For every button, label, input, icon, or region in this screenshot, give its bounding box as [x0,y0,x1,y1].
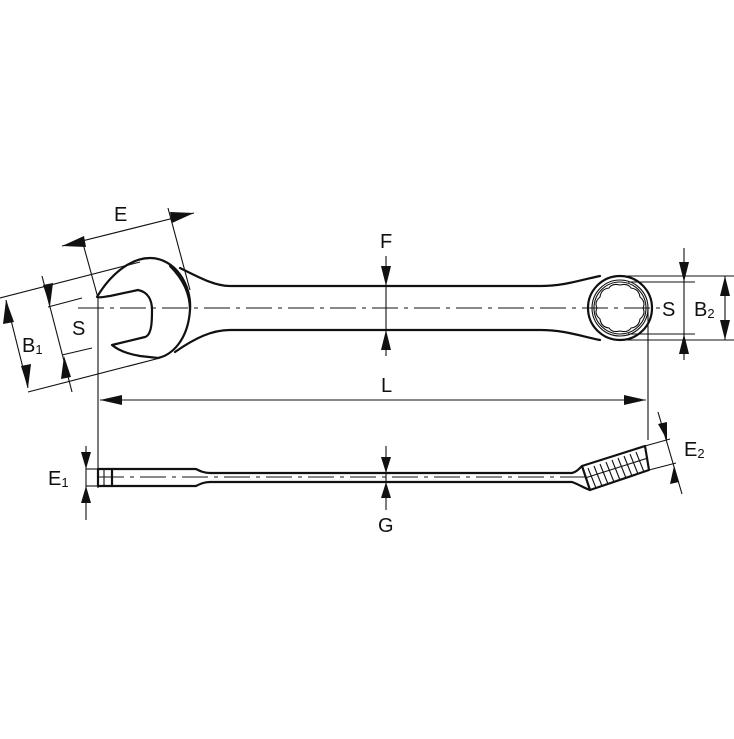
G-arrow-top [381,457,391,473]
side-shank-bottom [110,480,592,492]
ring-knurl [611,459,621,481]
S-ext-top [47,297,83,308]
plan-view: E B1 S F S B2 [0,204,734,488]
B2-arrow-top [720,276,730,296]
ring-knurl [599,463,609,485]
ring-knurl [635,451,645,473]
E1-arrow-bottom [81,486,91,503]
label-G: G [378,515,394,537]
side-ring-head [580,444,651,492]
ring-head-center [584,457,649,479]
open-end-cheek [168,264,192,312]
S-open-arrow-bottom [61,356,71,379]
B1-arrow-top [3,300,14,324]
ring-knurl [587,467,597,489]
B1-arrow-bottom [21,364,31,388]
S-ext-bottom [61,347,93,356]
ring-knurl [617,457,627,479]
L-arrow-right [624,395,646,405]
S-ring-arrow-bottom [679,334,689,354]
F-arrow-top [381,266,391,286]
label-B1: B1 [22,335,43,357]
B2-arrow-bottom [720,320,730,340]
label-S-open: S [72,318,85,340]
E2-arrow-bottom [670,466,679,484]
E2-ext-bottom [648,462,677,471]
B1-ext-bottom [27,357,161,393]
label-S-ring: S [662,299,675,321]
B1-ext-top [0,261,141,299]
L-arrow-left [100,395,122,405]
label-E: E [114,204,127,226]
handle-top-edge [178,266,602,288]
E2-arrow-top [658,422,667,440]
E-arrow-right [170,212,194,223]
label-E1: E1 [48,468,69,490]
G-arrow-bottom [381,482,391,498]
ring-knurl [593,465,603,487]
E-arrow-left [62,236,86,247]
ring-12-point [595,283,645,333]
label-L: L [381,375,392,397]
side-shank-top [110,464,584,475]
S-ring-arrow-top [679,262,689,282]
F-arrow-bottom [381,330,391,350]
label-F: F [380,231,392,253]
ring-knurl [629,453,639,475]
S-open-arrow-top [43,283,53,306]
label-E2: E2 [684,439,705,461]
E-ext-left [81,239,99,299]
label-B2: B2 [694,299,715,321]
ring-knurl [605,461,615,483]
side-view: E1 G E2 [48,411,705,537]
open-end-head [95,256,192,360]
E-ext-right [167,207,191,291]
handle-bottom-edge [173,328,602,354]
ring-knurl [623,455,633,477]
E1-arrow-top [81,452,91,469]
